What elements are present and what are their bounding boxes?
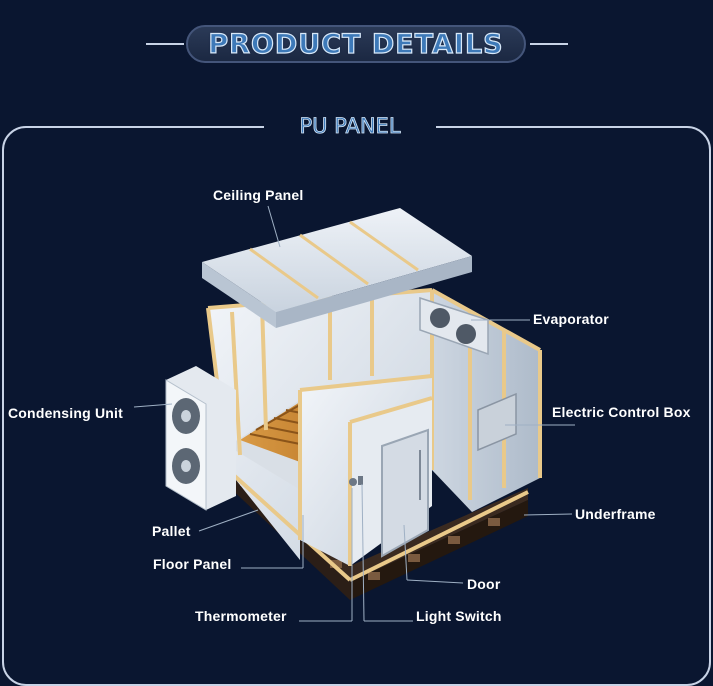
frame-gap xyxy=(264,122,436,134)
label-evaporator: Evaporator xyxy=(533,311,609,327)
condensing-unit-graphic xyxy=(165,366,236,511)
page-title: PRODUCT DETAILS xyxy=(208,28,504,60)
evaporator-graphic xyxy=(419,296,489,356)
thermometer-graphic xyxy=(349,478,357,486)
label-condensing-unit: Condensing Unit xyxy=(8,405,123,421)
label-door: Door xyxy=(467,576,501,592)
label-ceiling-panel: Ceiling Panel xyxy=(213,187,304,203)
label-underframe: Underframe xyxy=(575,506,656,522)
control-box-graphic xyxy=(477,392,517,452)
cold-room-illustration xyxy=(133,205,575,622)
section-title: PU PANEL xyxy=(299,114,401,139)
title-line-right xyxy=(530,43,568,45)
label-electric-control-box: Electric Control Box xyxy=(552,404,691,420)
title-banner: PRODUCT DETAILS xyxy=(186,25,526,63)
label-light-switch: Light Switch xyxy=(416,608,502,624)
back-right-wall xyxy=(432,290,540,512)
product-details-graphic: PRODUCT DETAILS PU PANEL xyxy=(2,25,711,686)
label-floor-panel: Floor Panel xyxy=(153,556,232,572)
title-line-left xyxy=(146,43,184,45)
label-pallet: Pallet xyxy=(152,523,191,539)
leader-lines xyxy=(133,205,575,622)
door-graphic xyxy=(381,428,429,558)
ceiling-panel-graphic xyxy=(202,208,472,328)
label-thermometer: Thermometer xyxy=(195,608,287,624)
light-switch-graphic xyxy=(358,476,363,485)
